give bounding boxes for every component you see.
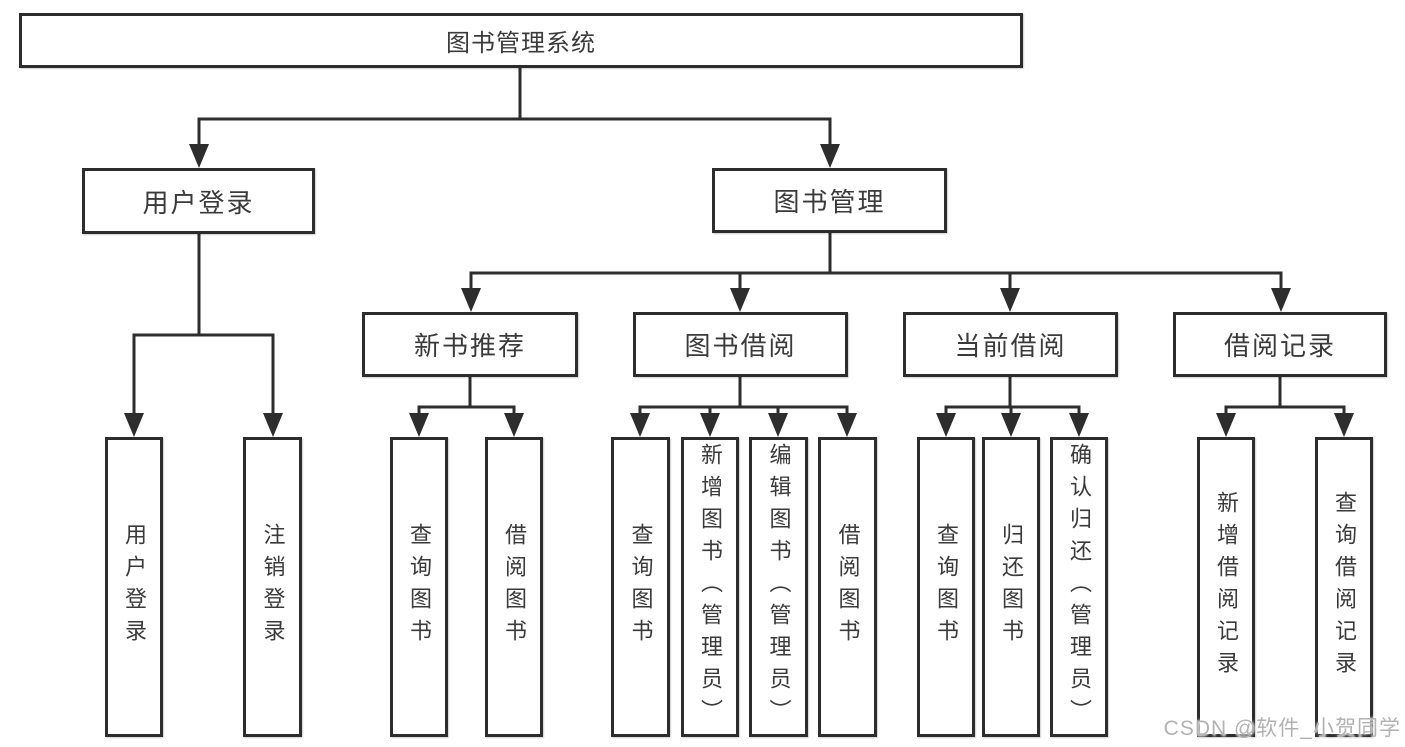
leaf-records-add-record: 新增借阅记录 — [1197, 437, 1255, 737]
node-borrow-records: 借阅记录 — [1173, 312, 1387, 377]
node-new-book-recommend: 新书推荐 — [362, 312, 578, 377]
csdn-watermark: CSDN @软件_小贺同学 — [1163, 717, 1401, 740]
leaf-user-login: 用户登录 — [105, 437, 163, 737]
leaf-borrow-query-book: 查询图书 — [611, 437, 670, 737]
leaf-records-query-record: 查询借阅记录 — [1315, 437, 1373, 737]
leaf-newrec-borrow-book: 借阅图书 — [485, 437, 543, 737]
arrowheads — [124, 144, 1354, 437]
node-current-borrowing: 当前借阅 — [903, 312, 1118, 377]
leaf-current-query-book: 查询图书 — [917, 437, 975, 737]
node-user-login: 用户登录 — [82, 168, 315, 234]
leaf-current-return-book: 归还图书 — [982, 437, 1040, 737]
node-book-borrowing: 图书借阅 — [633, 312, 848, 377]
leaf-borrow-borrow-book: 借阅图书 — [818, 437, 877, 737]
node-book-management: 图书管理 — [712, 168, 947, 233]
leaf-logout: 注销登录 — [243, 437, 302, 737]
leaf-newrec-query-book: 查询图书 — [390, 437, 448, 737]
node-root: 图书管理系统 — [19, 13, 1023, 68]
leaf-current-confirm-return-admin: 确认归还（管理员） — [1050, 437, 1108, 737]
leaf-borrow-edit-book-admin: 编辑图书（管理员） — [749, 437, 808, 737]
leaf-borrow-add-book-admin: 新增图书（管理员） — [681, 437, 739, 737]
